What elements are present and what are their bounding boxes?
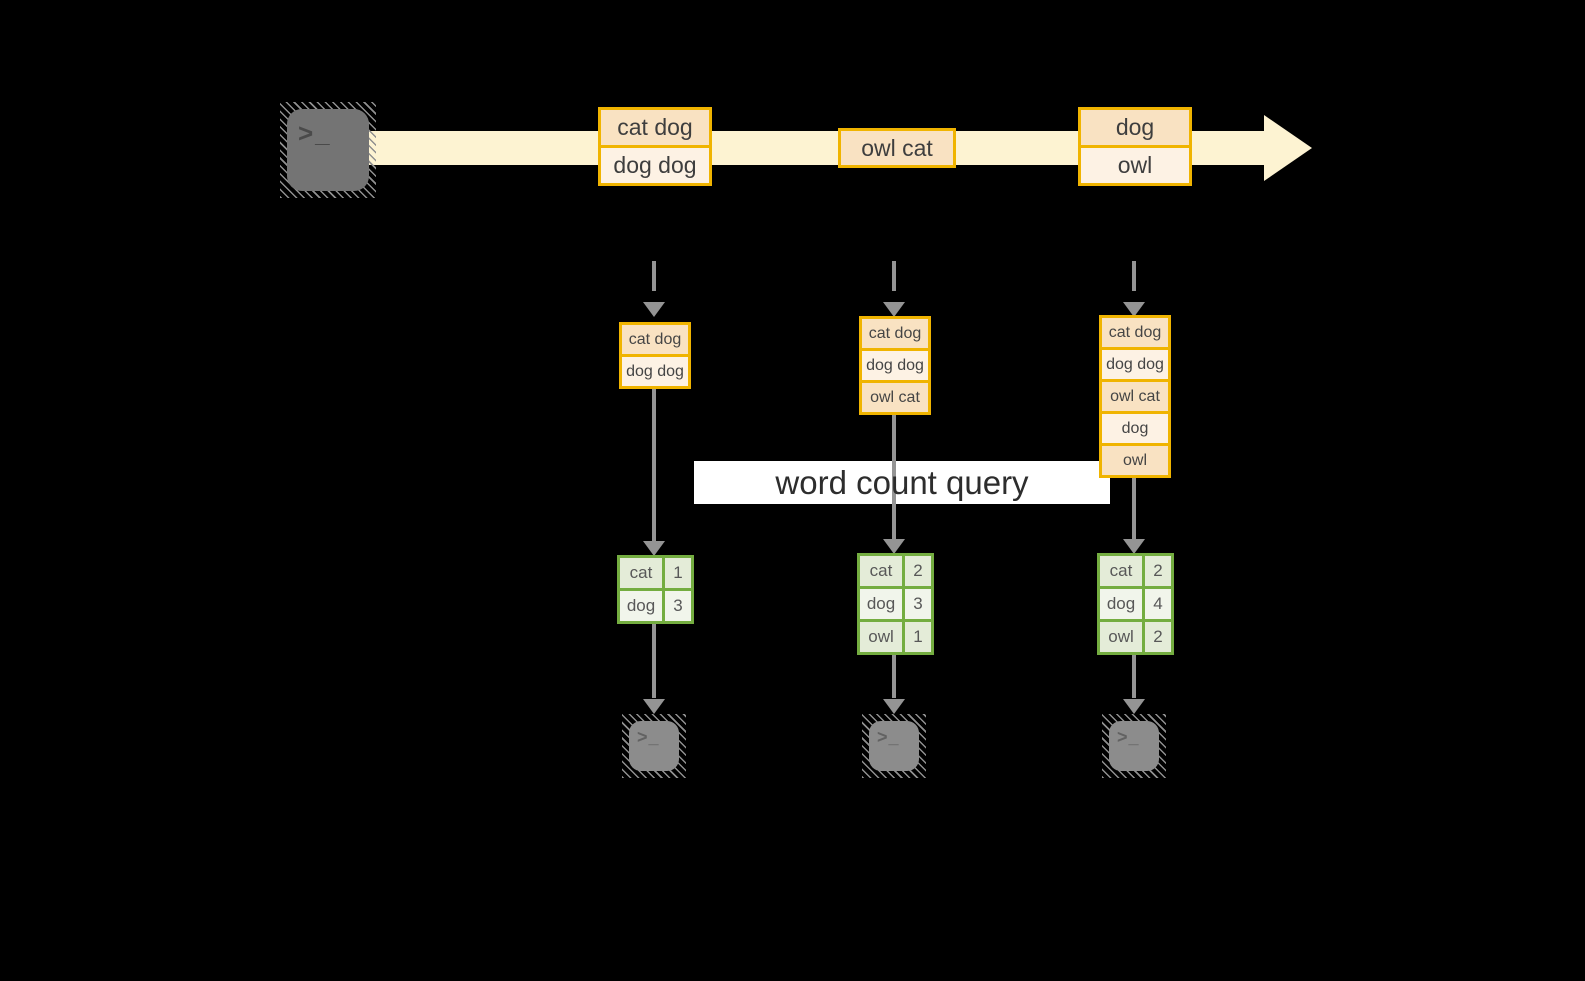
microbatch-stack-1: cat dog dog dog <box>619 322 691 389</box>
arrow-line-table-sink-3 <box>1132 655 1136 698</box>
batch-line: dog dog <box>601 145 709 183</box>
batch-line: dog <box>1081 110 1189 145</box>
batch-box-1: cat dog dog dog <box>598 107 712 186</box>
arrow-line-stack-table-2 <box>892 415 896 539</box>
word-cell: cat <box>620 558 662 588</box>
word-cell: cat <box>860 556 902 586</box>
terminal-prompt-icon: >_ <box>287 109 369 191</box>
terminal-prompt-icon: >_ <box>1109 721 1159 771</box>
count-cell: 3 <box>905 589 931 619</box>
batch-box-2: owl cat <box>838 128 956 168</box>
count-cell: 1 <box>905 622 931 652</box>
sink-terminal-icon-3: >_ <box>1102 714 1166 778</box>
query-banner <box>694 461 1110 504</box>
stack-line: owl <box>1102 443 1168 475</box>
stream-arrowhead-icon <box>1264 115 1312 181</box>
table-row: dog 3 <box>860 589 931 619</box>
word-cell: dog <box>860 589 902 619</box>
stack-line: cat dog <box>1102 318 1168 347</box>
dashed-arrow-line-1 <box>652 261 656 291</box>
arrow-line-table-sink-2 <box>892 655 896 698</box>
table-row: owl 2 <box>1100 622 1171 652</box>
table-row: cat 1 <box>620 558 691 588</box>
table-row: cat 2 <box>860 556 931 586</box>
dashed-arrowhead-icon-1 <box>643 302 665 317</box>
count-cell: 2 <box>1145 622 1171 652</box>
wordcount-table-3: cat 2 dog 4 owl 2 <box>1097 553 1174 655</box>
table-row: dog 4 <box>1100 589 1171 619</box>
stack-line: dog dog <box>1102 347 1168 379</box>
stack-line: owl cat <box>1102 379 1168 411</box>
wordcount-table-2: cat 2 dog 3 owl 1 <box>857 553 934 655</box>
arrow-line-stack-table-1 <box>652 389 656 541</box>
batch-line: cat dog <box>601 110 709 145</box>
word-cell: owl <box>1100 622 1142 652</box>
count-cell: 4 <box>1145 589 1171 619</box>
table-row: cat 2 <box>1100 556 1171 586</box>
table-row: owl 1 <box>860 622 931 652</box>
terminal-prompt-icon: >_ <box>629 721 679 771</box>
word-cell: cat <box>1100 556 1142 586</box>
batch-line: owl cat <box>841 131 953 165</box>
count-cell: 1 <box>665 558 691 588</box>
arrow-line-stack-table-3 <box>1132 478 1136 539</box>
dashed-arrow-line-2 <box>892 261 896 291</box>
arrowhead-icon-table-2 <box>883 539 905 554</box>
word-cell: owl <box>860 622 902 652</box>
wordcount-table-1: cat 1 dog 3 <box>617 555 694 624</box>
stack-line: dog dog <box>862 348 928 380</box>
sink-terminal-icon-2: >_ <box>862 714 926 778</box>
stack-line: dog dog <box>622 354 688 386</box>
dashed-arrow-line-3 <box>1132 261 1136 291</box>
batch-box-3: dog owl <box>1078 107 1192 186</box>
stack-line: cat dog <box>862 319 928 348</box>
count-cell: 2 <box>905 556 931 586</box>
batch-line: owl <box>1081 145 1189 183</box>
sink-terminal-icon-1: >_ <box>622 714 686 778</box>
arrowhead-icon-table-1 <box>643 541 665 556</box>
stack-line: dog <box>1102 411 1168 443</box>
terminal-prompt-icon: >_ <box>869 721 919 771</box>
arrowhead-icon-table-3 <box>1123 539 1145 554</box>
word-cell: dog <box>620 591 662 621</box>
microbatch-stack-3: cat dog dog dog owl cat dog owl <box>1099 315 1171 478</box>
dashed-arrowhead-icon-2 <box>883 302 905 317</box>
dashed-arrowhead-icon-3 <box>1123 302 1145 317</box>
count-cell: 2 <box>1145 556 1171 586</box>
arrowhead-icon-sink-3 <box>1123 699 1145 714</box>
word-cell: dog <box>1100 589 1142 619</box>
source-terminal-icon: >_ <box>280 102 376 198</box>
stack-line: owl cat <box>862 380 928 412</box>
microbatch-stack-2: cat dog dog dog owl cat <box>859 316 931 415</box>
stack-line: cat dog <box>622 325 688 354</box>
table-row: dog 3 <box>620 591 691 621</box>
arrow-line-table-sink-1 <box>652 624 656 698</box>
arrowhead-icon-sink-2 <box>883 699 905 714</box>
arrowhead-icon-sink-1 <box>643 699 665 714</box>
query-banner-label: word count query <box>775 463 1029 501</box>
count-cell: 3 <box>665 591 691 621</box>
